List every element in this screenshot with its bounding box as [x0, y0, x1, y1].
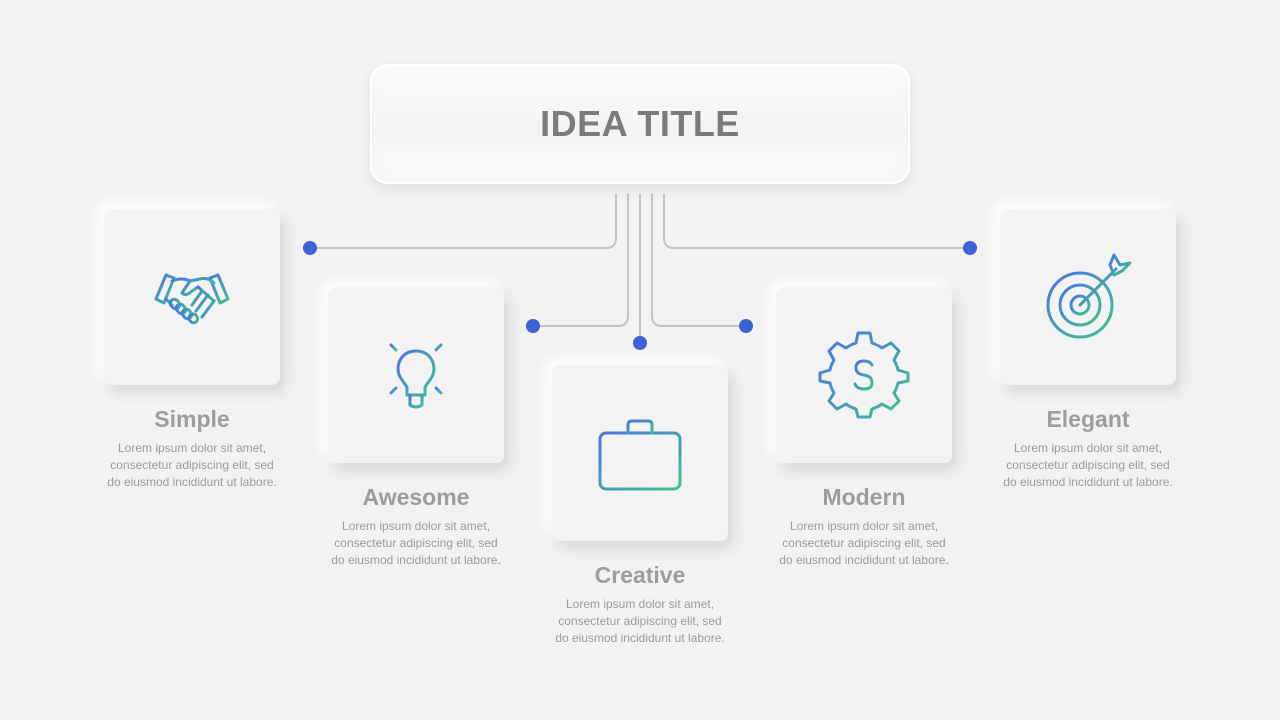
dot-simple	[303, 241, 317, 255]
dollar-gear-icon	[818, 331, 910, 419]
card-simple	[104, 209, 280, 385]
dot-elegant	[963, 241, 977, 255]
connector-modern	[651, 194, 746, 327]
card-modern	[776, 287, 952, 463]
desc-modern: Lorem ipsum dolor sit amet, consectetur …	[779, 519, 949, 567]
idea-title: IDEA TITLE	[540, 103, 740, 144]
label-creative: Creative	[594, 562, 686, 588]
target-icon	[1046, 253, 1132, 339]
dot-awesome	[526, 319, 540, 333]
lightbulb-icon	[376, 333, 456, 409]
label-simple: Simple	[154, 406, 230, 432]
title-box: IDEA TITLE	[370, 64, 910, 184]
connector-awesome	[533, 194, 629, 327]
card-elegant	[1000, 209, 1176, 385]
connector-elegant	[663, 194, 970, 249]
dot-creative	[633, 336, 647, 350]
desc-elegant: Lorem ipsum dolor sit amet, consectetur …	[1003, 441, 1173, 489]
handshake-icon	[154, 273, 230, 325]
card-awesome	[328, 287, 504, 463]
briefcase-icon	[598, 419, 682, 491]
label-elegant: Elegant	[1046, 406, 1130, 432]
label-modern: Modern	[822, 484, 906, 510]
desc-simple: Lorem ipsum dolor sit amet, consectetur …	[107, 441, 277, 489]
desc-creative: Lorem ipsum dolor sit amet, consectetur …	[555, 597, 725, 645]
card-creative	[552, 365, 728, 541]
dot-modern	[739, 319, 753, 333]
connector-simple	[310, 194, 617, 249]
desc-awesome: Lorem ipsum dolor sit amet, consectetur …	[331, 519, 501, 567]
label-awesome: Awesome	[362, 484, 470, 510]
